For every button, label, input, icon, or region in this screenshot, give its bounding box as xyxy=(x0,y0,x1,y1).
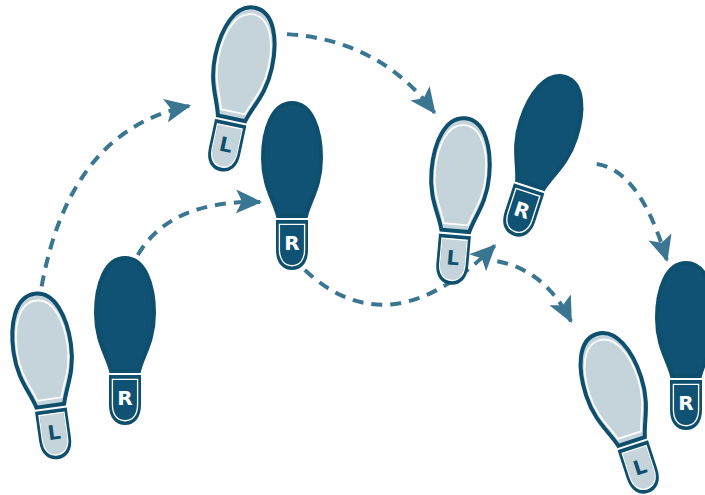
sole-highlight xyxy=(208,9,279,117)
sole xyxy=(263,103,321,216)
sole xyxy=(503,68,593,193)
heel xyxy=(37,410,71,459)
sole xyxy=(569,325,659,450)
footprint-shape xyxy=(2,286,89,463)
heel-highlight xyxy=(209,124,242,170)
foot-label: L xyxy=(38,416,70,450)
sole-highlight xyxy=(266,110,317,209)
right-footprint: R xyxy=(483,64,596,245)
heel xyxy=(207,121,244,172)
sole-highlight xyxy=(508,76,587,186)
heel-highlight xyxy=(503,188,540,235)
foot-label: R xyxy=(111,383,139,413)
sole-highlight xyxy=(99,265,150,364)
right-footprint: R xyxy=(93,255,157,425)
right-footprint: R xyxy=(260,100,324,270)
heel xyxy=(501,186,542,238)
sole-highlight xyxy=(575,333,654,443)
heel xyxy=(111,377,139,423)
sole-highlight xyxy=(430,123,490,227)
sole xyxy=(6,290,79,410)
step-arrow xyxy=(287,34,434,112)
left-footprint: L xyxy=(2,286,89,463)
step-arrow xyxy=(597,164,667,260)
foot-label: R xyxy=(278,228,306,258)
sole xyxy=(203,2,283,125)
heel xyxy=(437,236,469,284)
left-footprint: L xyxy=(419,113,498,288)
heel-highlight xyxy=(39,412,70,457)
heel xyxy=(672,382,700,428)
sole-highlight xyxy=(10,297,74,403)
foot-label: L xyxy=(438,242,469,274)
sole xyxy=(426,116,494,234)
step-arrow xyxy=(138,202,260,255)
heel-highlight xyxy=(622,445,659,492)
sole-highlight xyxy=(660,270,705,369)
heel xyxy=(278,222,306,268)
sole xyxy=(96,258,154,371)
sole xyxy=(657,263,705,376)
heel xyxy=(620,443,661,495)
step-arrow xyxy=(497,261,571,321)
foot-label: R xyxy=(672,388,700,418)
right-footprint: R xyxy=(654,260,705,430)
footprint-shape xyxy=(483,64,596,245)
